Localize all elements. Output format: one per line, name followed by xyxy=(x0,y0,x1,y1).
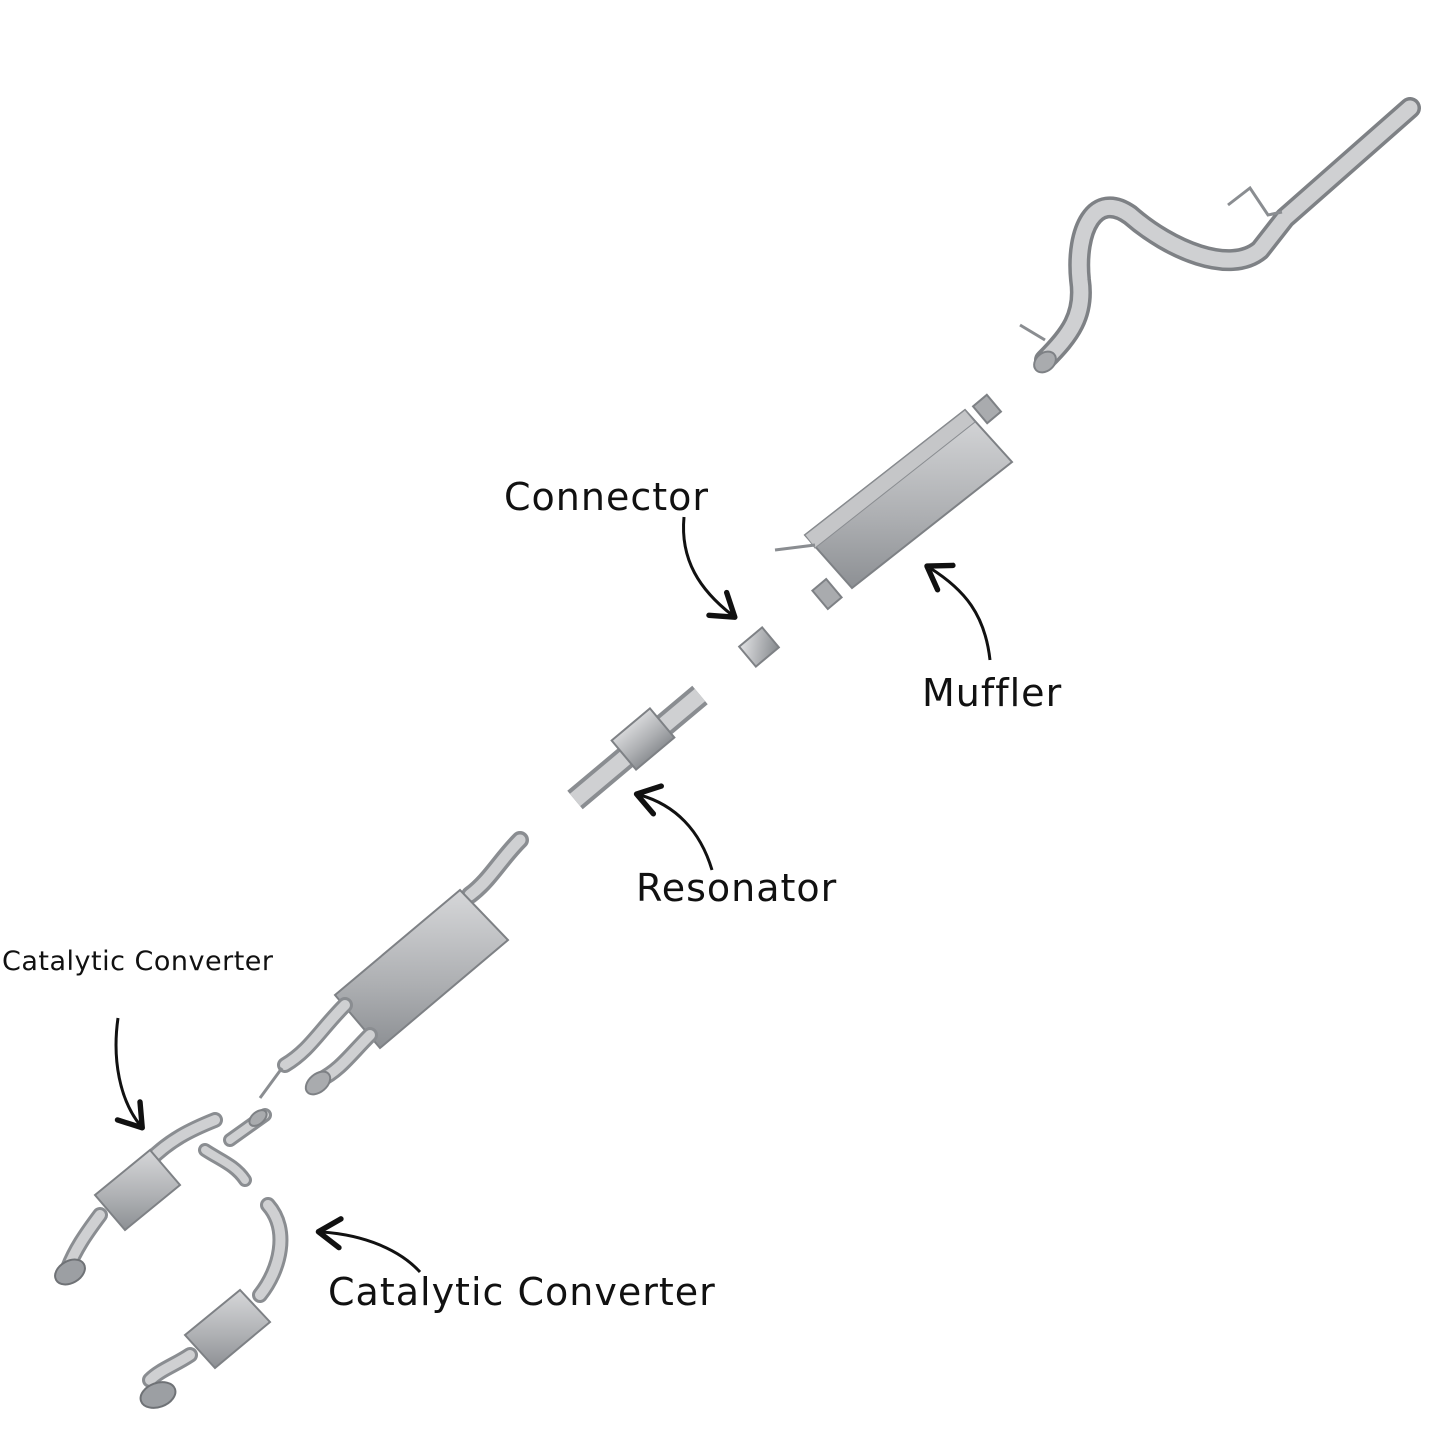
connector-label: Connector xyxy=(504,475,709,519)
muffler-label: Muffler xyxy=(922,671,1063,715)
muffler-part xyxy=(774,393,1014,611)
catalytic-converter-left-arrow xyxy=(114,1017,145,1131)
mid-muffler-part xyxy=(258,831,529,1099)
catalytic-converter-bottom-arrow xyxy=(315,1216,422,1274)
connector-arrow xyxy=(681,516,738,620)
catalytic-converter-bottom-label: Catalytic Converter xyxy=(328,1270,716,1314)
tailpipe xyxy=(1019,97,1421,374)
resonator-part xyxy=(567,685,708,810)
catalytic-converter-bottom-part xyxy=(139,1197,289,1409)
arrows xyxy=(114,516,992,1274)
catalytic-converter-left-label: Catalytic Converter xyxy=(2,946,274,977)
catalytic-converter-left-part xyxy=(54,1108,272,1286)
resonator-label: Resonator xyxy=(636,866,838,910)
muffler-arrow xyxy=(924,562,992,661)
connector-part xyxy=(737,625,781,669)
resonator-arrow xyxy=(633,783,714,871)
